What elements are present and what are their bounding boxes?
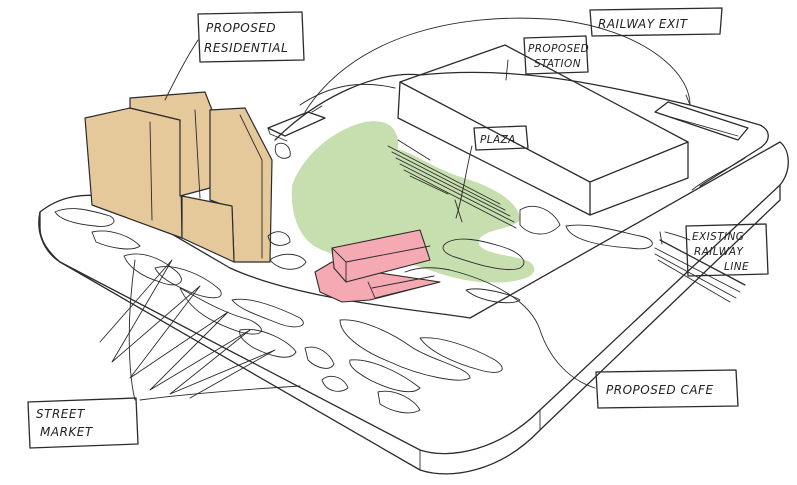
entrance-canopy	[268, 112, 325, 141]
label-proposed-residential-line1: PROPOSED	[206, 21, 276, 35]
proposed-residential-buildings	[85, 92, 272, 262]
label-proposed-station-line1: PROPOSED	[528, 43, 589, 55]
label-proposed-residential-line2: RESIDENTIAL	[204, 41, 288, 55]
label-plaza-text: PLAZA	[480, 134, 516, 146]
label-street-market: STREET MARKET	[28, 398, 138, 448]
label-railway-exit: RAILWAY EXIT	[590, 8, 722, 36]
label-existing-railway-line3: LINE	[724, 261, 749, 273]
label-proposed-cafe: PROPOSED CAFE	[596, 370, 738, 408]
label-proposed-cafe-text: PROPOSED CAFE	[606, 383, 714, 397]
label-street-market-line2: MARKET	[40, 425, 94, 439]
railway-exit-arc	[305, 18, 690, 112]
label-railway-exit-text: RAILWAY EXIT	[598, 17, 689, 31]
label-street-market-line1: STREET	[36, 407, 86, 421]
label-proposed-residential: PROPOSED RESIDENTIAL	[198, 12, 304, 62]
label-existing-railway-line: EXISTING RAILWAY LINE	[686, 224, 768, 276]
label-proposed-station-line2: STATION	[534, 58, 581, 70]
label-existing-railway-line2: RAILWAY	[694, 246, 744, 258]
label-proposed-station: PROPOSED STATION	[524, 36, 589, 74]
label-existing-railway-line1: EXISTING	[692, 231, 744, 243]
label-plaza: PLAZA	[474, 126, 528, 150]
